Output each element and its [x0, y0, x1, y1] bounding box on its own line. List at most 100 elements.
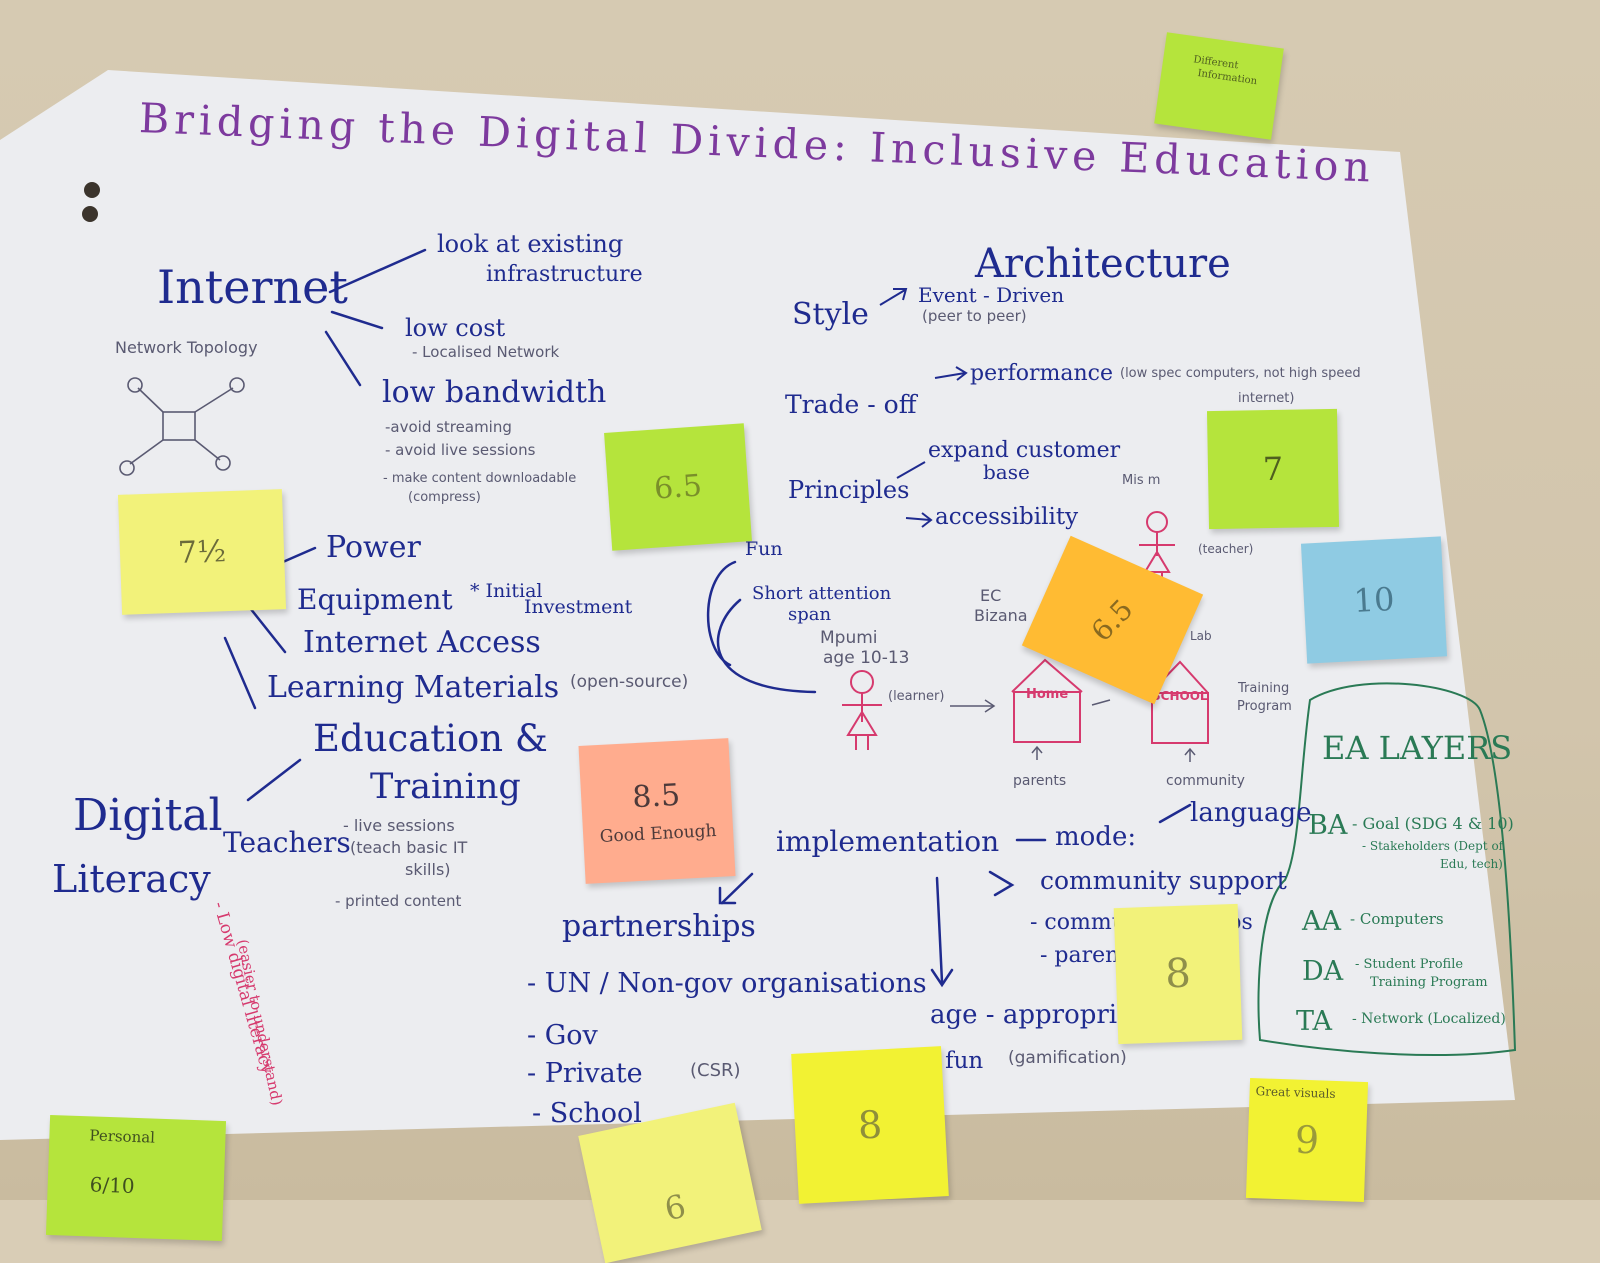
partner-school: - School [532, 1098, 642, 1129]
sticky-note-personal-top: Personal [89, 1126, 156, 1147]
event-driven: Event - Driven [918, 283, 1065, 307]
language: language [1190, 798, 1312, 828]
low-cost: low cost [405, 314, 506, 342]
ba-text: - Goal (SDG 4 & 10) [1352, 814, 1514, 833]
open-source: (open-source) [570, 672, 689, 692]
mis-m-label: Mis m [1122, 473, 1161, 488]
initial-investment-2: Investment [524, 596, 633, 618]
da-label: DA [1302, 956, 1344, 987]
expand-customer: expand customer [928, 438, 1121, 463]
home-label: Home [1026, 687, 1069, 702]
short-attention-span: span [788, 604, 832, 625]
sticky-note-8-5-text: 8.5 [631, 777, 681, 815]
infrastructure-line-2: infrastructure [486, 262, 643, 287]
performance-note-1: (low spec computers, not high speed [1120, 366, 1361, 381]
partner-gov: - Gov [527, 1020, 598, 1051]
sticky-note-9-text: 9 [1294, 1117, 1320, 1163]
mode: mode: [1055, 822, 1137, 852]
sticky-note-8-bottom: 8 [791, 1046, 949, 1204]
architecture-heading: Architecture [975, 241, 1231, 287]
fun-gamification: - fun [930, 1048, 984, 1074]
sticky-note-6-text: 6 [661, 1186, 690, 1229]
ba-sub-2: Edu, tech) [1440, 857, 1503, 871]
school-label: SCHOOL [1152, 689, 1208, 703]
sticky-note-6-5-green: 6.5 [604, 423, 752, 551]
power: Power [326, 530, 421, 565]
internet-access: Internet Access [303, 625, 541, 660]
sticky-note-7: 7 [1206, 408, 1340, 530]
localised-network: - Localised Network [412, 343, 560, 361]
sticky-note-personal-score: 6/10 [89, 1172, 136, 1198]
persona-name: Mpumi [820, 628, 878, 648]
partner-private: - Private [527, 1058, 643, 1089]
sticky-note-8-5: 8.5 Good Enough [578, 738, 736, 884]
persona-fun: Fun [745, 538, 783, 560]
training-label-2: Program [1237, 699, 1292, 714]
initial-investment-1: * Initial [470, 580, 543, 602]
ba-label: BA [1308, 810, 1348, 841]
expand-base: base [983, 460, 1030, 484]
sticky-note-7-5-text: 7½ [177, 533, 227, 571]
infrastructure-line-1: look at existing [437, 230, 624, 258]
sticky-note-8-5-sub: Good Enough [599, 820, 717, 847]
parents-label: parents [1013, 773, 1067, 789]
punch-hole-2 [82, 206, 98, 222]
sticky-note-9-top: Great visuals [1255, 1084, 1336, 1101]
avoid-streaming: -avoid streaming [385, 418, 512, 436]
sticky-note-6-5-green-text: 6.5 [652, 467, 704, 507]
trade-off: Trade - off [785, 390, 917, 419]
flipchart-paper [0, 70, 1517, 1140]
performance: performance [970, 361, 1114, 386]
avoid-live-sessions: - avoid live sessions [385, 441, 536, 459]
sticky-note-top-line-2: Information [1196, 67, 1258, 88]
sticky-note-8-bottom-text: 8 [856, 1102, 884, 1148]
sticky-note-6-5-orange-text: 6.5 [1085, 592, 1140, 648]
community-support: community support [1040, 866, 1287, 895]
sticky-note-9: Great visuals 9 [1245, 1077, 1369, 1203]
sticky-note-10: 10 [1300, 536, 1448, 664]
peer-to-peer: (peer to peer) [922, 307, 1027, 325]
style-label: Style [792, 297, 869, 332]
short-attention: Short attention [752, 583, 892, 604]
network-topology-label: Network Topology [115, 338, 258, 357]
sticky-note-7-5: 7½ [117, 489, 287, 615]
make-downloadable: - make content downloadable [383, 471, 577, 486]
persona-age: age 10-13 [823, 648, 910, 668]
low-bandwidth: low bandwidth [382, 375, 607, 410]
ea-layers-heading: EA LAYERS [1322, 729, 1513, 767]
ta-text: - Network (Localized) [1352, 1011, 1506, 1027]
lab-label: Lab [1190, 629, 1212, 643]
live-sessions: - live sessions [343, 816, 455, 835]
partner-csr: (CSR) [690, 1060, 741, 1081]
printed-content: - printed content [335, 892, 462, 910]
bizana-label: Bizana [974, 606, 1028, 625]
internet-heading: Internet [157, 260, 348, 314]
sticky-note-personal: Personal 6/10 [45, 1114, 227, 1242]
sticky-note-top: Different Information [1154, 32, 1284, 140]
principles: Principles [788, 476, 910, 504]
ec-label: EC [980, 586, 1002, 605]
partnerships: partnerships [562, 909, 756, 944]
aa-label: AA [1302, 906, 1341, 937]
learner-label: (learner) [888, 689, 945, 704]
education-training-1: Education & [313, 717, 548, 760]
performance-note-2: internet) [1238, 391, 1295, 406]
da-text-1: - Student Profile [1355, 957, 1464, 972]
ba-sub-1: - Stakeholders (Dept of [1362, 839, 1504, 853]
implementation: implementation [776, 825, 1000, 858]
sticky-note-8-yellow: 8 [1113, 903, 1243, 1045]
training-label-1: Training [1238, 681, 1290, 696]
accessibility: accessibility [935, 504, 1079, 530]
ta-label: TA [1296, 1006, 1333, 1037]
da-text-2: Training Program [1370, 975, 1488, 990]
learning-materials: Learning Materials [267, 670, 560, 705]
gamification-note: (gamification) [1008, 1048, 1127, 1068]
punch-hole-1 [84, 182, 100, 198]
teacher-label: (teacher) [1198, 542, 1254, 556]
aa-text: - Computers [1350, 910, 1444, 928]
education-training-2: Training [370, 767, 521, 807]
sticky-note-7-text: 7 [1262, 449, 1284, 489]
equipment: Equipment [297, 583, 453, 616]
community-label: community [1166, 773, 1245, 789]
teach-basic-it: (teach basic IT [350, 838, 468, 857]
